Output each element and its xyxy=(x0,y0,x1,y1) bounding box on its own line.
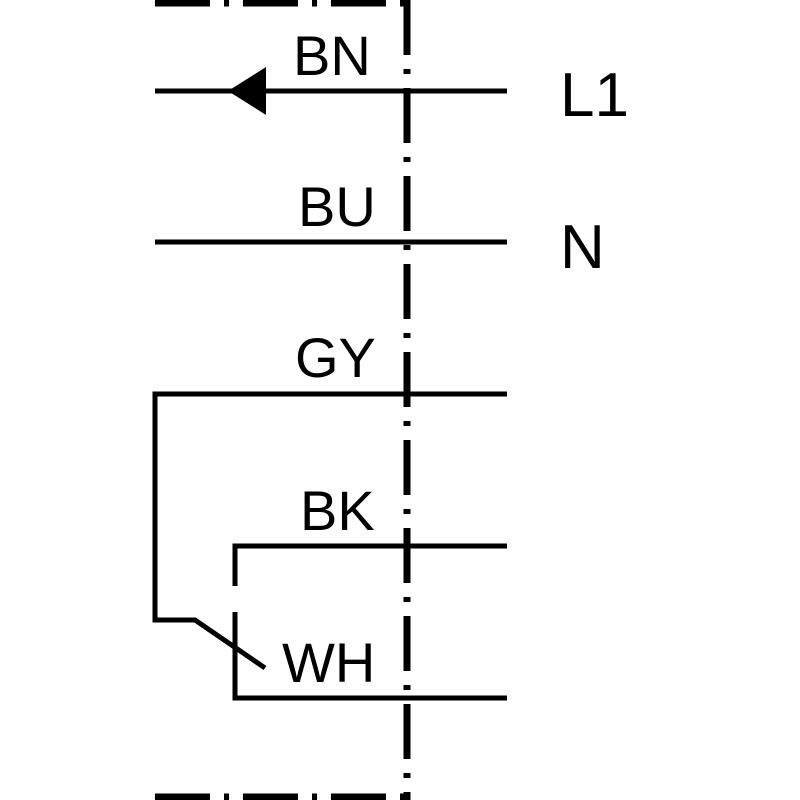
wire-label-bn: BN xyxy=(293,24,371,87)
wire-wh xyxy=(232,612,507,701)
terminal-label-l1: L1 xyxy=(560,61,629,130)
terminal-label-n: N xyxy=(560,213,605,282)
arrow-icon xyxy=(228,67,266,115)
wire-bk xyxy=(232,543,507,586)
wire-label-gy: GY xyxy=(295,326,376,389)
wire-label-wh: WH xyxy=(282,631,375,694)
wire-label-bk: BK xyxy=(300,479,375,542)
wire-gy xyxy=(152,391,507,671)
wire-label-bu: BU xyxy=(298,175,376,238)
